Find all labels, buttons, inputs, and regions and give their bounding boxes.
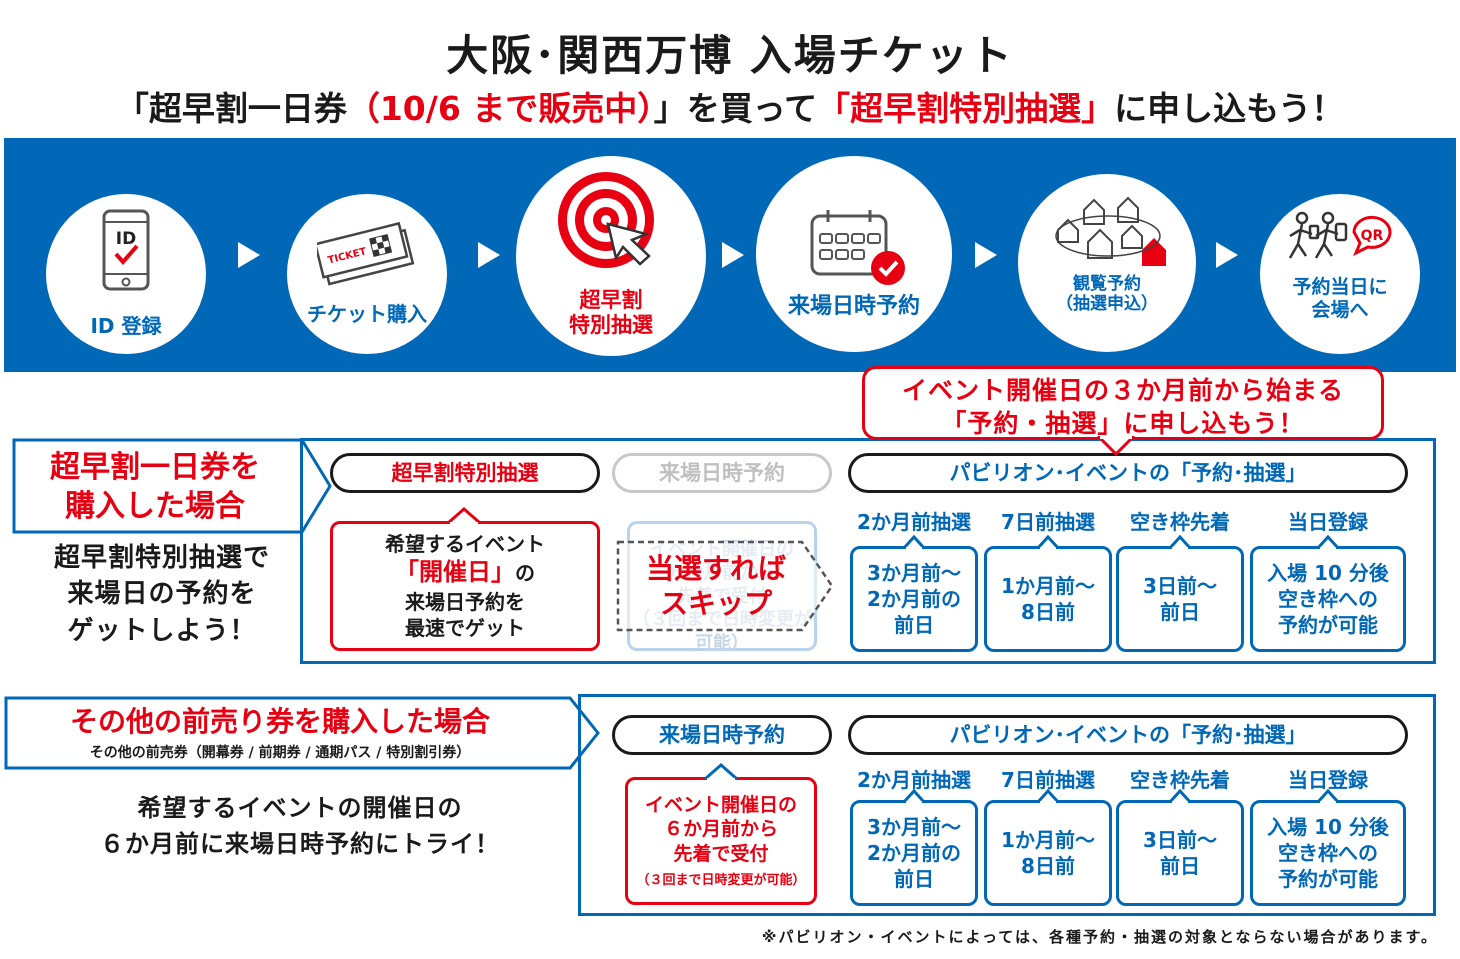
section1-heading-arrow [12,438,332,534]
step-viewing-reservation: 観覧予約 （抽選申込） [1018,174,1196,352]
reservation-box-text: イベント開催日の ６か月前から 先着で受付 [644,793,797,865]
column-head-open-slot: 空き枠先着 [1130,768,1230,792]
skip-arrow-icon [616,540,834,632]
page-subtitle: 「超早割一日券（10/6 まで販売中）」を買って「超早割特別抽選」に申し込もう！ [0,82,1460,130]
lottery-box-line: 「開催日」の [395,557,535,588]
column-head-same-day: 当日登録 [1288,510,1368,534]
step-visit-reservation: 来場日時予約 [756,156,952,352]
lottery-box-line: 希望するイベント [385,532,545,557]
column-head-open-slot: 空き枠先着 [1130,510,1230,534]
callout-text: イベント開催日の３か月前から始まる 「予約・抽選」に申し込もう！ [901,376,1344,438]
callout-tail [1096,436,1136,456]
steps-band: ID ID 登録 TICKET チケット購入 [4,138,1456,372]
page-title: 大阪･関西万博 入場チケット [446,31,1014,80]
step-ticket-purchase: TICKET チケット購入 [287,194,447,354]
column-box-same-day: 入場 10 分後 空き枠への 予約が可能 [1250,800,1406,906]
ticket-icon: TICKET [317,221,415,286]
step-arrow [722,242,744,268]
subtitle-part: 」を買って [653,89,818,128]
lottery-box: 希望するイベント 「開催日」の 来場日予約を 最速でゲット [330,521,600,651]
step-arrow [975,242,997,268]
pill-visit-reservation-faded: 来場日時予約 [612,453,832,493]
footnote: ※パビリオン・イベントによっては、各種予約・抽選の対象とならない場合があります。 [761,928,1438,946]
step-label: 予約当日に 会場へ [1292,276,1388,321]
column-head-7day: 7日前抽選 [1001,510,1095,534]
reservation-box-note: （３回まで日時変更が可能） [636,872,806,888]
column-head-7day: 7日前抽選 [1001,768,1095,792]
column-box-2month: 3か月前〜 2か月前の 前日 [850,546,978,652]
section1-description: 超早割特別抽選で 来場日の予約を ゲットしよう！ [53,543,270,646]
step-label: 来場日時予約 [787,294,920,319]
section1-heading: 超早割一日券を 購入した場合 [50,450,260,524]
step-arrow [478,242,500,268]
subtitle-lottery: 「超早割特別抽選」 [817,89,1115,128]
column-box-open-slot: 3日前〜 前日 [1116,546,1244,652]
target-icon [558,172,654,268]
svg-text:ID: ID [116,229,136,249]
step-label: 超早割 特別抽選 [569,288,653,338]
step-label: チケット購入 [307,302,427,326]
reservation-box-notch [704,763,738,781]
calendar-check-icon [810,210,905,285]
section2-description: 希望するイベントの開催日の ６か月前に来場日時予約にトライ！ [100,794,500,858]
pill-pavilion-event: パビリオン･イベントの「予約･抽選」 [848,715,1408,755]
callout-bubble: イベント開催日の３か月前から始まる 「予約・抽選」に申し込もう！ [862,366,1384,440]
lottery-box-notch [447,507,481,525]
step-label: ID 登録 [90,314,162,338]
section2-frame [578,694,1436,916]
column-head-same-day: 当日登録 [1288,768,1368,792]
column-box-2month: 3か月前〜 2か月前の 前日 [850,800,978,906]
section1-frame [300,438,1436,664]
step-arrow [238,242,260,268]
column-head-2month: 2か月前抽選 [857,510,971,534]
people-qr-icon: QR [1288,211,1392,259]
column-box-7day: 1か月前〜 8日前 [984,800,1112,906]
column-box-open-slot: 3日前〜 前日 [1116,800,1244,906]
subtitle-part: に申し込もう！ [1114,89,1345,128]
step-visit-day: QR 予約当日に 会場へ [1260,194,1420,354]
step-arrow [1216,242,1238,268]
lottery-box-line: 来場日予約を 最速でゲット [405,589,525,640]
svg-text:QR: QR [1361,228,1384,244]
pill-visit-reservation: 来場日時予約 [612,715,832,755]
column-box-same-day: 入場 10 分後 空き枠への 予約が可能 [1250,546,1406,652]
pill-pavilion-event: パビリオン･イベントの「予約･抽選」 [848,453,1408,493]
reservation-box: イベント開催日の ６か月前から 先着で受付 （３回まで日時変更が可能） [625,777,817,905]
section2-heading-arrow [4,696,600,770]
subtitle-part: 「超早割一日券 [115,89,347,128]
step-id-registration: ID ID 登録 [46,194,206,354]
pavilions-icon [1055,196,1166,266]
column-head-2month: 2か月前抽選 [857,768,971,792]
skip-text: 当選すれば スキップ [645,552,786,620]
section2-heading: その他の前売り券を購入した場合 [69,705,490,738]
section2-subheading: その他の前売券（開幕券 / 前期券 / 通期パス / 特別割引券） [89,745,471,761]
column-box-7day: 1か月前〜 8日前 [984,546,1112,652]
step-super-early-lottery: 超早割 特別抽選 [516,156,706,356]
pill-super-early-lottery: 超早割特別抽選 [330,453,600,493]
step-label: 観覧予約 （抽選申込） [1056,274,1158,315]
lottery-box-particle: の [515,561,535,586]
phone-id-icon: ID [102,209,150,291]
subtitle-sale-period: （10/6 まで販売中） [346,89,654,128]
lottery-box-highlight: 「開催日」 [395,558,515,587]
